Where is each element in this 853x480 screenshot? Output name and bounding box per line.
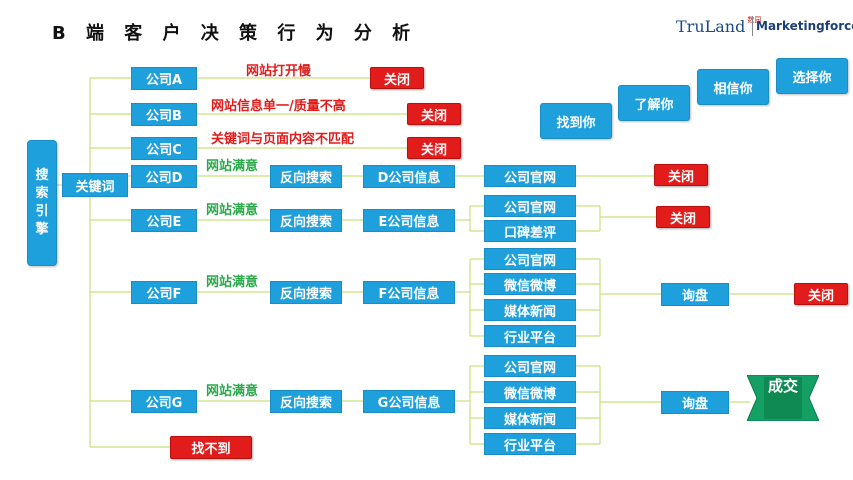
channel-g-media-news: 媒体新闻 [484, 407, 576, 429]
close-e: 关闭 [656, 206, 710, 228]
deal-label: 成交 [768, 377, 799, 395]
company-g: 公司G [131, 390, 197, 413]
inquiry-g: 询盘 [661, 391, 729, 414]
channel-f-media-news: 媒体新闻 [484, 299, 576, 321]
company-a: 公司A [131, 67, 197, 90]
marketingforce-logo: Marketingforce [756, 19, 853, 33]
company-info-d: D公司信息 [363, 165, 455, 188]
stage-find-you: 找到你 [540, 103, 612, 139]
satisfied-f-label: 网站满意 [206, 275, 259, 290]
channel-e-official-site: 公司官网 [484, 195, 576, 217]
company-info-f: F公司信息 [363, 281, 455, 304]
company-c: 公司C [131, 137, 197, 160]
company-b: 公司B [131, 103, 197, 126]
reason-a-label: 网站打开慢 [246, 64, 312, 79]
stage-choose-you: 选择你 [776, 58, 848, 94]
channel-f-industry-platform: 行业平台 [484, 325, 576, 347]
company-d: 公司D [131, 165, 197, 188]
reverse-search-f: 反向搜索 [270, 281, 342, 304]
close-b: 关闭 [407, 103, 461, 125]
reverse-search-d: 反向搜索 [270, 165, 342, 188]
not-found-box: 找不到 [170, 436, 252, 459]
channel-g-industry-platform: 行业平台 [484, 433, 576, 455]
channel-e-reputation: 口碑差评 [484, 220, 576, 242]
channel-g-wechat-weibo: 微信微博 [484, 381, 576, 403]
channel-f-wechat-weibo: 微信微博 [484, 273, 576, 295]
inquiry-f: 询盘 [661, 283, 729, 306]
keyword-box: 关键词 [62, 173, 128, 197]
search-engine-box: 搜索引擎 [27, 140, 57, 266]
reason-c-label: 关键词与页面内容不匹配 [211, 132, 355, 147]
reverse-search-e: 反向搜索 [270, 209, 342, 232]
close-c: 关闭 [407, 137, 461, 159]
company-e: 公司E [131, 209, 197, 232]
channel-g-official-site: 公司官网 [484, 355, 576, 377]
company-info-e: E公司信息 [363, 209, 455, 232]
logo-divider [752, 16, 753, 36]
reverse-search-g: 反向搜索 [270, 390, 342, 413]
satisfied-g-label: 网站满意 [206, 384, 259, 399]
satisfied-d-label: 网站满意 [206, 159, 259, 174]
deal-badge [747, 375, 819, 421]
stage-trust-you: 相信你 [697, 69, 769, 105]
channel-d-official-site: 公司官网 [484, 165, 576, 187]
stage-know-you: 了解你 [618, 85, 690, 121]
channel-f-official-site: 公司官网 [484, 248, 576, 270]
close-d: 关闭 [654, 164, 708, 186]
page-title: B 端 客 户 决 策 行 为 分 析 [52, 23, 418, 44]
close-a: 关闭 [370, 67, 424, 89]
close-f: 关闭 [794, 283, 848, 305]
company-f: 公司F [131, 281, 197, 304]
reason-b-label: 网站信息单一/质量不高 [211, 99, 346, 114]
satisfied-e-label: 网站满意 [206, 203, 259, 218]
company-info-g: G公司信息 [363, 390, 455, 413]
